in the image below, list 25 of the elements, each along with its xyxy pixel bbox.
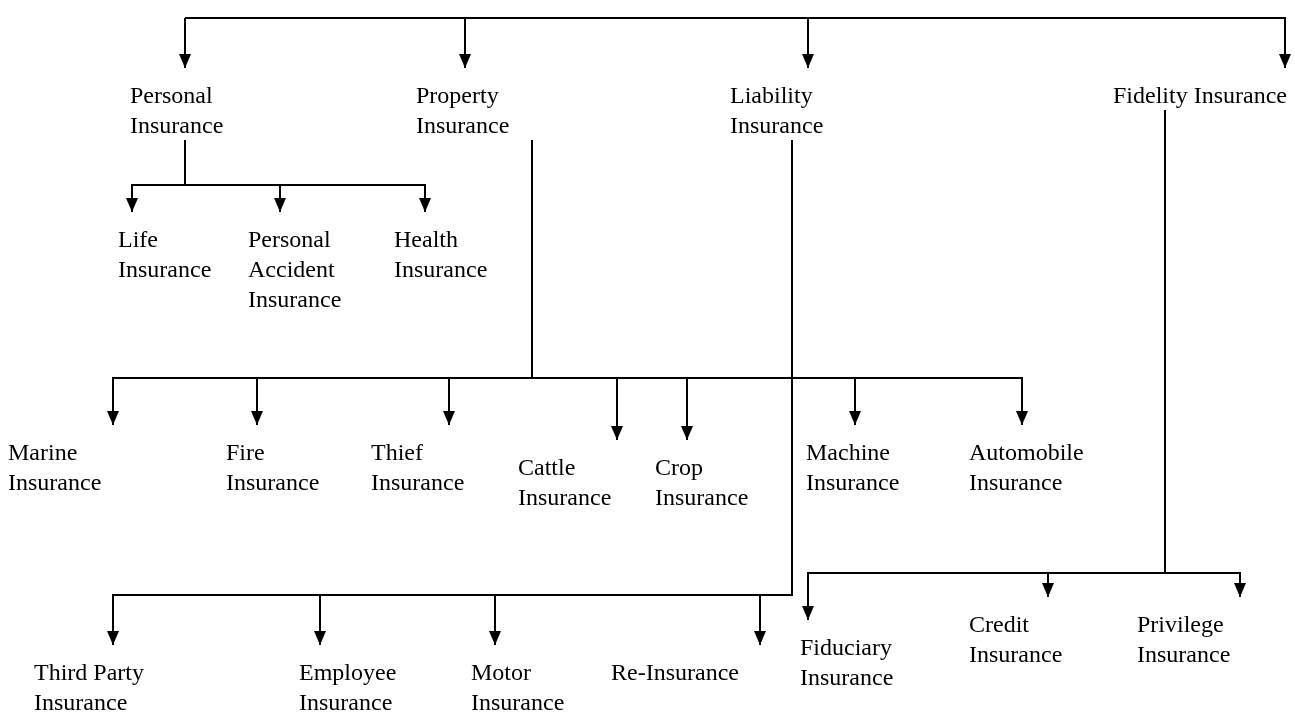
category-label: Machine Insurance xyxy=(806,438,901,497)
category-label: Marine Insurance xyxy=(8,438,103,497)
category-label: Fiduciary Insurance xyxy=(800,633,895,692)
category-label: Personal Accident Insurance xyxy=(248,225,343,314)
category-label: Personal Insurance xyxy=(130,81,225,140)
arrow xyxy=(531,139,1028,426)
category-label: Fire Insurance xyxy=(226,438,321,497)
category-label: Cattle Insurance xyxy=(518,453,613,512)
arrow xyxy=(754,139,793,646)
category-label: Liability Insurance xyxy=(730,81,825,140)
category-label: Thief Insurance xyxy=(371,438,466,497)
category-label: Privilege Insurance xyxy=(1137,610,1232,669)
category-label: Credit Insurance xyxy=(969,610,1064,669)
category-label: Health Insurance xyxy=(394,225,489,284)
arrow xyxy=(1164,109,1246,598)
category-label: Life Insurance xyxy=(118,225,213,284)
category-label: Fidelity Insurance xyxy=(1113,81,1287,110)
arrow xyxy=(179,17,191,69)
category-label: Motor Insurance xyxy=(471,658,566,717)
category-label: Crop Insurance xyxy=(655,453,750,512)
category-label: Re-Insurance xyxy=(611,658,739,687)
category-label: Automobile Insurance xyxy=(969,438,1085,497)
category-label: Third Party Insurance xyxy=(34,658,145,717)
category-label: Employee Insurance xyxy=(299,658,398,717)
category-label: Property Insurance xyxy=(416,81,511,140)
